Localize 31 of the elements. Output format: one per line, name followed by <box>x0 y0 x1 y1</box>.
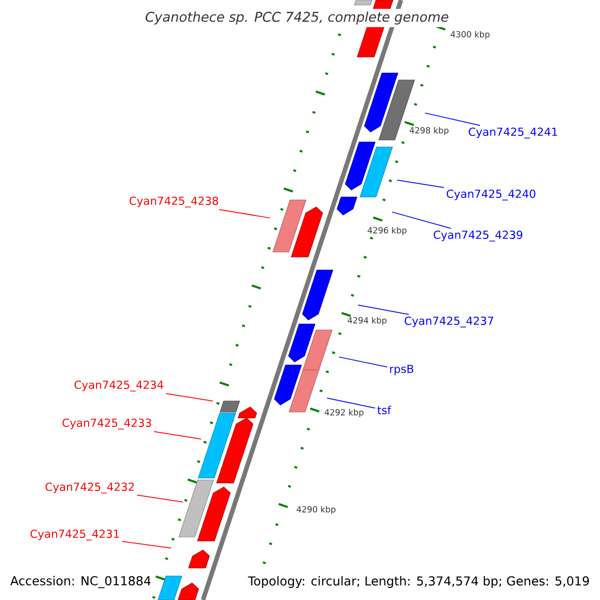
accession-text: Accession: NC_011884 <box>10 576 151 588</box>
leader-line <box>338 356 388 368</box>
leader-line <box>136 494 184 502</box>
gene-label: Cyan7425_4241 <box>468 128 558 138</box>
leader-line <box>166 393 214 402</box>
gene-label: Cyan7425_4233 <box>62 418 151 430</box>
gene-label: Cyan7425_4237 <box>404 316 494 328</box>
leader-line <box>122 540 172 548</box>
leader-line <box>154 431 202 440</box>
tick-label: 4300 kbp <box>450 30 490 40</box>
gene-label: Cyan7425_4231 <box>30 530 119 540</box>
leader-line <box>326 398 376 409</box>
gene-label: Cyan7425_4240 <box>446 190 536 200</box>
gene-label: tsf <box>377 406 392 414</box>
leader-line <box>424 112 480 126</box>
tick-label: 4296 kbp <box>368 226 406 236</box>
gene-label: Cyan7425_4238 <box>130 196 218 208</box>
genome-info-text: Topology: circular; Length: 5,374,574 bp; Genes: 5,019 <box>248 576 589 588</box>
leader-line <box>396 180 444 188</box>
gene-label: Cyan7425_4239 <box>434 230 522 242</box>
leader-line <box>392 212 452 229</box>
leader-line <box>218 209 270 218</box>
leader-line <box>358 304 410 315</box>
tick-label: 4290 kbp <box>296 506 336 514</box>
tick-label: 4298 kbp <box>410 126 448 136</box>
gene-label: rpsB <box>390 364 414 376</box>
title: Cyanothece sp. PCC 7425, complete genome <box>142 8 452 28</box>
tick-label: 4294 kbp <box>348 316 386 326</box>
tick-label: 4292 kbp <box>324 408 364 418</box>
gene-label: Cyan7425_4232 <box>46 482 134 494</box>
gene-label: Cyan7425_4234 <box>74 380 164 392</box>
